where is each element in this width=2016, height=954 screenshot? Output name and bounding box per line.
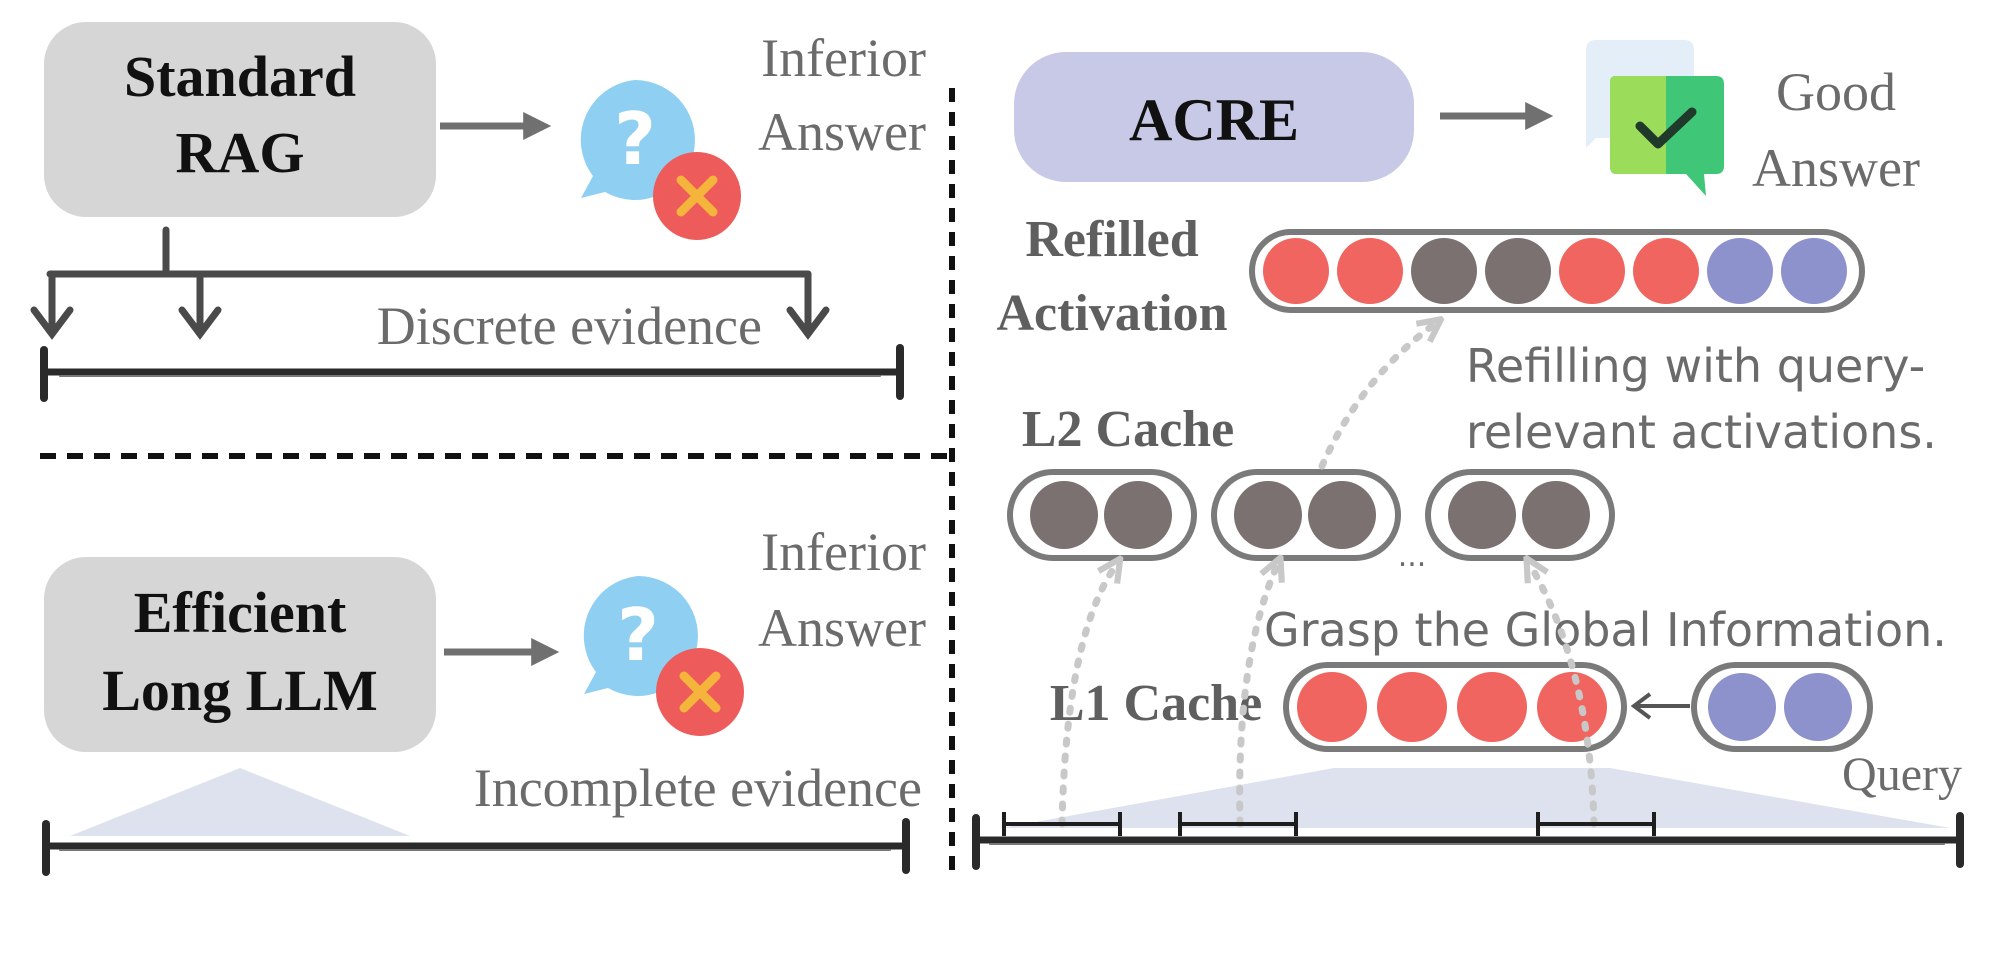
- l2-ellipsis: ...: [1398, 539, 1427, 574]
- question-bubble-with-x-icon: ?: [583, 576, 744, 736]
- refilled-activation-dots: [1263, 238, 1847, 304]
- acre-box: [1014, 52, 1414, 182]
- refilled-dot-red-2: [1337, 238, 1403, 304]
- query-dots: [1708, 673, 1852, 741]
- standard-rag-timeline: [40, 344, 904, 402]
- l1-dot-red-2: [1377, 672, 1447, 742]
- l2-cache-label: L2 Cache: [1022, 401, 1234, 458]
- standard-rag-evidence: Discrete evidence: [377, 296, 762, 356]
- query-label: Query: [1842, 748, 1962, 801]
- l2-dot-3-1: [1448, 481, 1516, 549]
- refill-note-line2: relevant activations.: [1466, 405, 1937, 459]
- refilled-dot-blue-8: [1781, 238, 1847, 304]
- acre-title: ACRE: [1129, 87, 1299, 153]
- l1-dot-red-4: [1537, 672, 1607, 742]
- l1-cache-pill: [1283, 662, 1627, 752]
- standard-rag-line2: RAG: [176, 120, 305, 185]
- svg-text:?: ?: [617, 593, 659, 677]
- acre-result-line1: Good: [1776, 62, 1896, 122]
- partial-attention-band: [70, 768, 410, 836]
- l2-dot-1-1: [1030, 481, 1098, 549]
- acre-panel: ACRE Good Answer Refilled Activation Ref…: [972, 40, 1964, 870]
- query-arrow-head: [1630, 692, 1652, 720]
- l1-dot-red-3: [1457, 672, 1527, 742]
- standard-rag-line1: Standard: [124, 44, 356, 109]
- l2-dot-2-2: [1308, 481, 1376, 549]
- standard-rag-result-line2: Answer: [758, 102, 926, 162]
- refilled-label-line1: Refilled: [1025, 211, 1198, 268]
- efficient-llm-line1: Efficient: [134, 580, 347, 645]
- efficient-llm-box: [44, 557, 436, 752]
- refilled-dot-red-1: [1263, 238, 1329, 304]
- chat-check-icon: [1586, 40, 1724, 196]
- query-dot-blue-1: [1708, 673, 1776, 741]
- l2-cache-groups: [1007, 469, 1615, 561]
- standard-rag-box: [44, 22, 436, 217]
- svg-text:?: ?: [614, 97, 656, 181]
- standard-rag-result-line1: Inferior: [761, 28, 926, 88]
- chunk-brackets: [1002, 812, 1656, 836]
- question-bubble-with-x-icon: ?: [580, 80, 741, 240]
- l2-dot-3-2: [1522, 481, 1590, 549]
- acre-timeline: [972, 812, 1964, 870]
- refilled-dot-red-5: [1559, 238, 1625, 304]
- efficient-llm-panel: Efficient Long LLM ? Inferior Answer Inc…: [42, 522, 926, 876]
- refilled-dot-dark-4: [1485, 238, 1551, 304]
- efficient-llm-timeline: [42, 818, 910, 876]
- efficient-llm-line2: Long LLM: [102, 658, 378, 723]
- dotted-lift-arrows: [1058, 326, 1598, 828]
- l1-dot-red-1: [1297, 672, 1367, 742]
- global-attention-band: [1002, 768, 1950, 828]
- l2-dot-1-2: [1104, 481, 1172, 549]
- discrete-retrieval-tree: [30, 226, 830, 340]
- standard-rag-panel: Standard RAG ? Inferior Answer Discrete …: [30, 22, 926, 402]
- l1-cache-label: L1 Cache: [1050, 675, 1262, 732]
- grasp-note: Grasp the Global Information.: [1264, 603, 1947, 657]
- refilled-dot-red-6: [1633, 238, 1699, 304]
- l1-cache-dots: [1297, 672, 1607, 742]
- query-dot-blue-2: [1784, 673, 1852, 741]
- refilled-activation-pill: [1249, 229, 1865, 313]
- refilled-dot-blue-7: [1707, 238, 1773, 304]
- refilled-label-line2: Activation: [996, 285, 1227, 342]
- efficient-llm-result-line1: Inferior: [761, 522, 926, 582]
- refill-note-line1: Refilling with query-: [1466, 339, 1925, 393]
- efficient-llm-result-line2: Answer: [758, 598, 926, 658]
- l2-dot-2-1: [1234, 481, 1302, 549]
- refilled-dot-dark-3: [1411, 238, 1477, 304]
- efficient-llm-evidence: Incomplete evidence: [474, 758, 922, 818]
- acre-result-line2: Answer: [1752, 138, 1920, 198]
